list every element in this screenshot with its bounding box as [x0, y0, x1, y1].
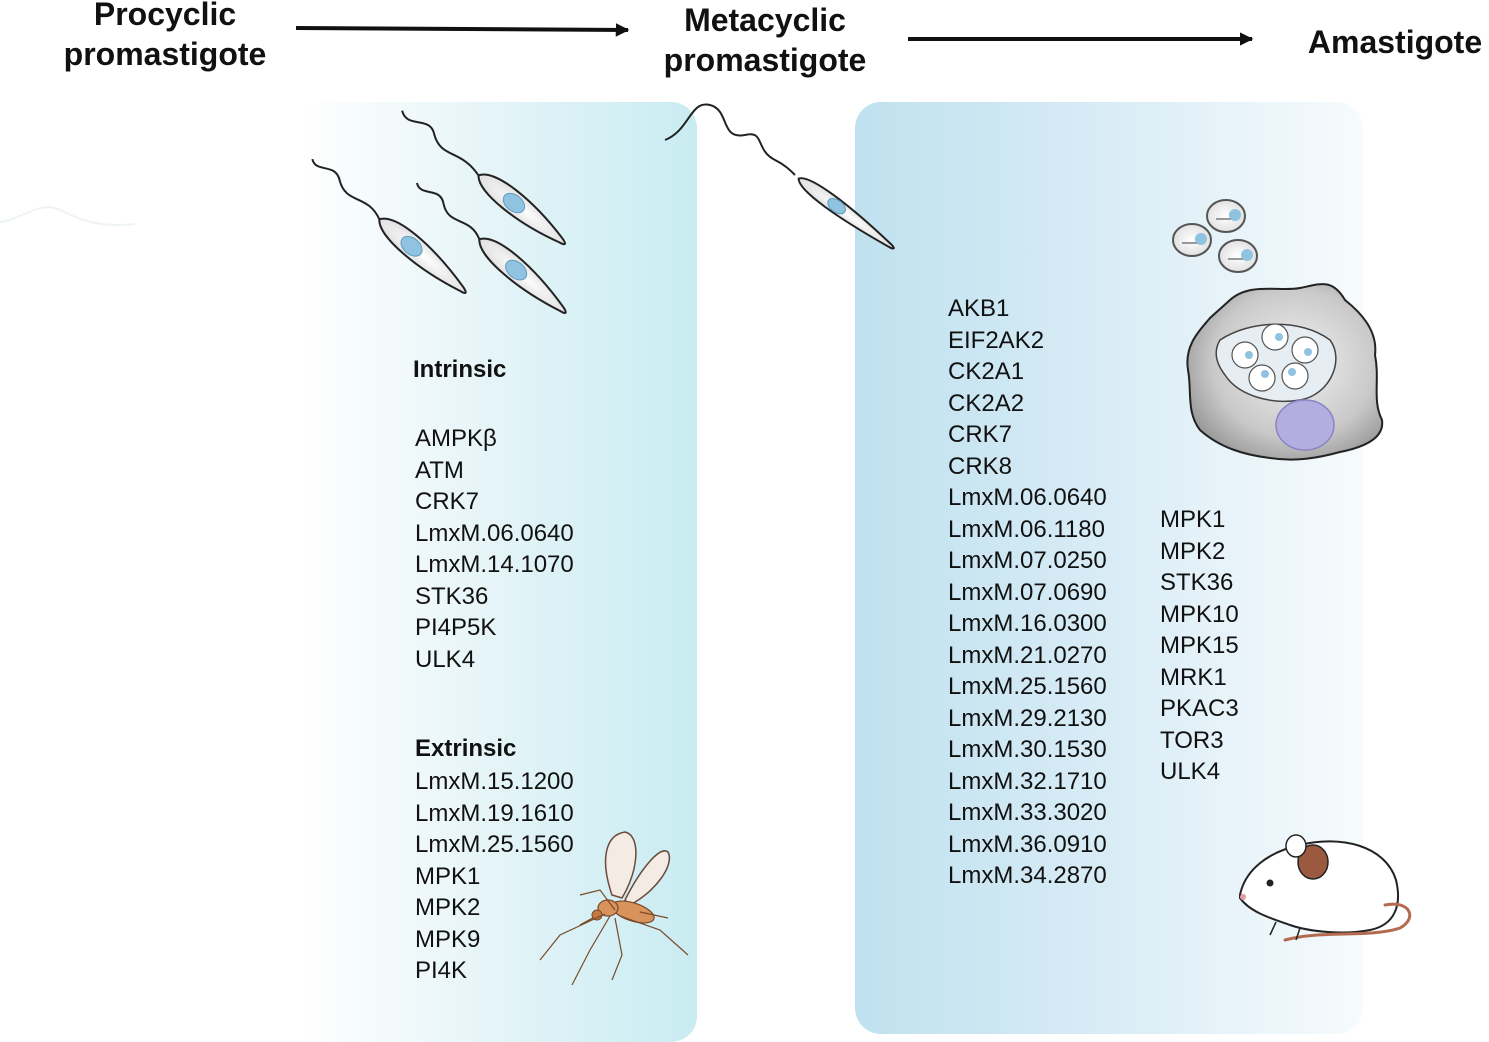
- kinase-item: STK36: [1160, 569, 1234, 596]
- decorative-wave: [0, 206, 136, 226]
- kinase-item: CK2A1: [948, 358, 1025, 385]
- kinase-item: LmxM.07.0250: [948, 547, 1107, 574]
- kinase-item: ULK4: [415, 645, 476, 673]
- stage-label-amastigote: Amastigote: [1307, 24, 1483, 60]
- kinase-item: CRK7: [948, 421, 1013, 448]
- stage-label-procyclic: Procyclic promastigote: [63, 0, 267, 72]
- kinase-item: LmxM.30.1530: [948, 736, 1107, 763]
- kinase-item: LmxM.06.0640: [415, 519, 574, 547]
- kinase-item: CRK7: [415, 488, 480, 515]
- kinase-item: LmxM.25.1560: [948, 673, 1107, 700]
- intrinsic-heading: Intrinsic: [413, 356, 507, 383]
- kinase-item: LmxM.21.0270: [948, 641, 1107, 669]
- mouse-icon: [1239, 834, 1412, 942]
- kinase-item: MPK2: [415, 894, 481, 921]
- kinase-item: PKAC3: [1160, 695, 1239, 722]
- kinase-item: MPK15: [1160, 632, 1239, 659]
- sandfly-icon: [539, 831, 689, 986]
- kinase-item: TOR3: [1160, 726, 1224, 754]
- arrow-procyclic-to-metacyclic: [295, 23, 630, 37]
- kinase-item: LmxM.07.0690: [948, 578, 1107, 606]
- kinase-item: STK36: [415, 582, 489, 610]
- metacyclic-promastigote-icon: [664, 103, 895, 250]
- kinase-item: LmxM.14.1070: [415, 551, 574, 578]
- kinase-item: MRK1: [1160, 663, 1227, 691]
- stage-label-metacyclic: Metacyclic promastigote: [663, 2, 867, 78]
- kinase-item: LmxM.32.1710: [948, 767, 1107, 795]
- kinase-item: ULK4: [1160, 758, 1221, 785]
- amastigote-cells-icon: [1172, 199, 1258, 273]
- kinase-item: CK2A2: [948, 389, 1025, 417]
- kinase-item: EIF2AK2: [948, 326, 1045, 354]
- kinase-item: MPK2: [1160, 537, 1226, 565]
- kinase-item: LmxM.19.1610: [415, 799, 574, 827]
- kinase-item: MPK1: [1160, 506, 1226, 533]
- kinase-item: LmxM.34.2870: [948, 862, 1107, 889]
- promastigote-cluster-icon: [311, 110, 567, 315]
- kinase-item: MPK10: [1160, 600, 1239, 628]
- kinase-item: LmxM.16.0300: [948, 610, 1107, 637]
- kinase-item: MPK1: [415, 862, 481, 890]
- kinase-item: PI4P5K: [415, 614, 497, 641]
- kinase-item: AKB1: [948, 295, 1010, 322]
- kinase-item: CRK8: [948, 452, 1013, 480]
- kinase-item: LmxM.33.3020: [948, 799, 1107, 826]
- kinase-item: AMPKβ: [415, 425, 497, 452]
- kinase-item: LmxM.25.1560: [415, 831, 574, 858]
- kinase-item: ATM: [415, 456, 464, 484]
- kinase-item: LmxM.29.2130: [948, 704, 1107, 732]
- kinase-item: LmxM.06.0640: [948, 484, 1107, 511]
- infected-macrophage-icon: [1186, 283, 1384, 461]
- kinase-item: LmxM.06.1180: [948, 515, 1105, 543]
- kinase-item: LmxM.15.1200: [415, 768, 574, 795]
- kinase-item: MPK9: [415, 925, 481, 953]
- kinase-item: PI4K: [415, 957, 468, 984]
- kinase-item: LmxM.36.0910: [948, 830, 1107, 858]
- extrinsic-heading: Extrinsic: [415, 735, 517, 762]
